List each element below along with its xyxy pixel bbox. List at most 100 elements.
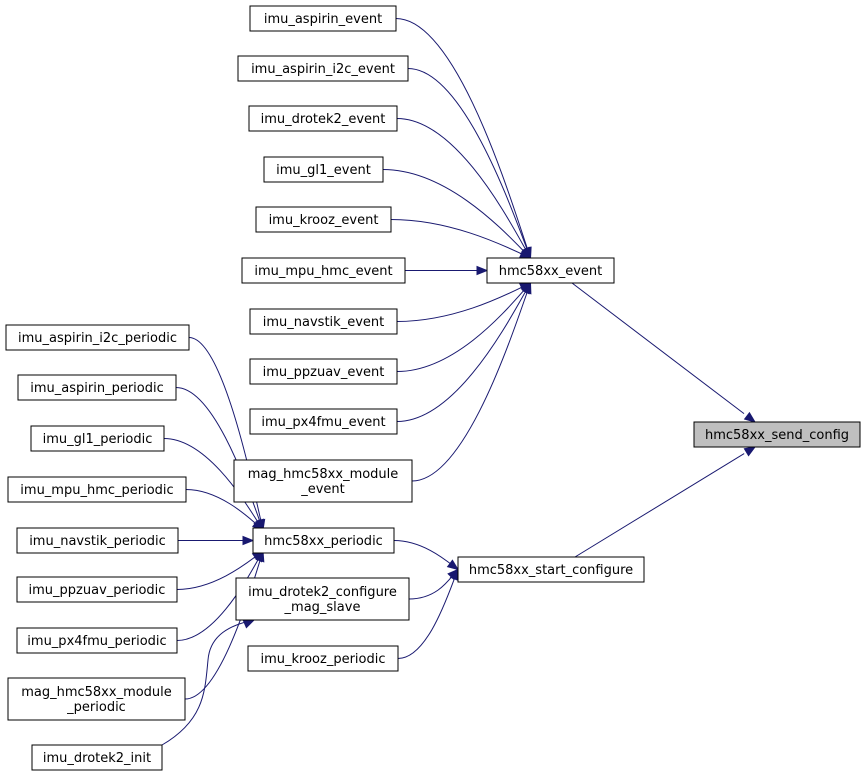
node-hmc58xx_periodic[interactable]: hmc58xx_periodic	[252, 527, 395, 554]
node-box-imu_aspirin_i2c_event[interactable]	[237, 55, 409, 82]
node-box-imu_drotek2_init[interactable]	[31, 744, 163, 771]
node-imu_aspirin_i2c_event[interactable]: imu_aspirin_i2c_event	[237, 55, 409, 82]
node-box-imu_gl1_event[interactable]	[263, 156, 384, 183]
edge-mag_hmc58xx_module_event-to-hmc58xx_event-arrowhead	[522, 281, 532, 295]
node-box-imu_px4fmu_event[interactable]	[249, 408, 398, 435]
edge-imu_px4fmu_periodic-to-hmc58xx_periodic	[176, 553, 262, 641]
node-box-hmc58xx_send_config[interactable]	[693, 421, 861, 448]
node-label-imu_krooz_event: imu_krooz_event	[269, 213, 379, 228]
nodes-layer: imu_aspirin_event imu_aspirin_i2c_eventim…	[5, 5, 861, 771]
node-label-imu_aspirin_i2c_event: imu_aspirin_i2c_event	[251, 62, 395, 77]
node-label-imu_drotek2_configure_mag_slave-line2: _mag_slave	[284, 600, 361, 615]
node-label-mag_hmc58xx_module_event-line1: mag_hmc58xx_module	[248, 467, 399, 482]
node-label-imu_drotek2_configure_mag_slave-line1: imu_drotek2_configure	[248, 585, 397, 600]
node-label-mag_hmc58xx_module_periodic-line2: _periodic	[66, 700, 126, 715]
node-box-imu_aspirin_periodic[interactable]	[17, 374, 177, 401]
node-label-imu_drotek2_event: imu_drotek2_event	[261, 112, 386, 127]
node-mag_hmc58xx_module_event[interactable]: mag_hmc58xx_module_event	[233, 459, 413, 503]
node-box-imu_aspirin_i2c_periodic[interactable]	[5, 324, 190, 351]
node-box-imu_navstik_periodic[interactable]	[16, 527, 179, 554]
edge-imu_gl1_event-to-hmc58xx_event	[382, 169, 529, 256]
node-box-imu_gl1_periodic[interactable]	[30, 425, 165, 452]
node-label-imu_aspirin_i2c_periodic: imu_aspirin_i2c_periodic	[18, 331, 177, 346]
node-label-imu_gl1_periodic: imu_gl1_periodic	[43, 432, 153, 447]
node-imu_navstik_event[interactable]: imu_navstik_event	[249, 308, 398, 335]
node-imu_gl1_periodic[interactable]: imu_gl1_periodic	[30, 425, 165, 452]
node-imu_ppzuav_periodic[interactable]: imu_ppzuav_periodic	[16, 576, 178, 603]
node-mag_hmc58xx_module_periodic[interactable]: mag_hmc58xx_module_periodic	[7, 677, 186, 721]
edge-hmc58xx_periodic-to-hmc58xx_start_configure	[393, 540, 458, 570]
node-box-hmc58xx_event[interactable]	[486, 257, 615, 284]
node-imu_drotek2_event[interactable]: imu_drotek2_event	[248, 105, 398, 132]
node-label-imu_drotek2_init: imu_drotek2_init	[43, 751, 151, 766]
node-hmc58xx_send_config[interactable]: hmc58xx_send_config	[693, 421, 861, 448]
edge-imu_px4fmu_event-to-hmc58xx_event	[396, 286, 529, 422]
node-box-imu_px4fmu_periodic[interactable]	[16, 627, 178, 654]
node-label-imu_mpu_hmc_periodic: imu_mpu_hmc_periodic	[20, 483, 173, 498]
node-imu_px4fmu_event[interactable]: imu_px4fmu_event	[249, 408, 398, 435]
node-box-imu_mpu_hmc_periodic[interactable]	[7, 476, 187, 503]
node-box-imu_drotek2_configure_mag_slave[interactable]	[235, 577, 410, 621]
node-label-imu_px4fmu_periodic: imu_px4fmu_periodic	[27, 634, 166, 649]
edge-imu_aspirin_event-to-hmc58xx_event	[395, 18, 529, 251]
node-label-mag_hmc58xx_module_event-line2: _event	[300, 482, 345, 497]
node-label-imu_navstik_periodic: imu_navstik_periodic	[29, 534, 166, 549]
node-box-mag_hmc58xx_module_periodic[interactable]	[7, 677, 186, 721]
node-imu_ppzuav_event[interactable]: imu_ppzuav_event	[249, 358, 398, 385]
edge-imu_aspirin_i2c_periodic-to-hmc58xx_periodic	[188, 337, 263, 525]
node-box-imu_drotek2_event[interactable]	[248, 105, 398, 132]
edge-hmc58xx_periodic-to-hmc58xx_start_configure-arrowhead	[446, 559, 460, 571]
node-box-imu_ppzuav_event[interactable]	[249, 358, 398, 385]
node-imu_px4fmu_periodic[interactable]: imu_px4fmu_periodic	[16, 627, 178, 654]
edge-imu_gl1_periodic-to-hmc58xx_periodic	[163, 438, 262, 528]
node-imu_navstik_periodic[interactable]: imu_navstik_periodic	[16, 527, 179, 554]
node-box-imu_krooz_event[interactable]	[255, 206, 392, 233]
node-hmc58xx_start_configure[interactable]: hmc58xx_start_configure	[457, 556, 645, 583]
node-label-imu_aspirin_event: imu_aspirin_event	[264, 12, 382, 27]
node-imu_aspirin_i2c_periodic[interactable]: imu_aspirin_i2c_periodic	[5, 324, 190, 351]
node-imu_drotek2_init[interactable]: imu_drotek2_init	[31, 744, 163, 771]
node-box-mag_hmc58xx_module_event[interactable]	[233, 459, 413, 503]
node-box-imu_mpu_hmc_event[interactable]	[241, 257, 406, 284]
node-label-imu_navstik_event: imu_navstik_event	[263, 315, 384, 330]
edge-imu_krooz_periodic-to-hmc58xx_start_configure	[397, 571, 458, 659]
node-label-imu_ppzuav_event: imu_ppzuav_event	[263, 365, 385, 380]
node-box-hmc58xx_periodic[interactable]	[252, 527, 395, 554]
edge-imu_mpu_hmc_event-to-hmc58xx_event-arrowhead	[476, 265, 489, 276]
node-label-imu_gl1_event: imu_gl1_event	[276, 163, 371, 178]
node-imu_krooz_periodic[interactable]: imu_krooz_periodic	[247, 645, 399, 672]
edge-imu_aspirin_i2c_event-to-hmc58xx_event	[407, 68, 529, 253]
node-box-imu_ppzuav_periodic[interactable]	[16, 576, 178, 603]
edge-mag_hmc58xx_module_event-to-hmc58xx_event	[411, 288, 529, 482]
node-imu_gl1_event[interactable]: imu_gl1_event	[263, 156, 384, 183]
edge-hmc58xx_start_configure-to-hmc58xx_send_config	[574, 453, 745, 558]
node-box-imu_aspirin_event[interactable]	[249, 5, 397, 32]
node-label-imu_ppzuav_periodic: imu_ppzuav_periodic	[29, 583, 166, 598]
node-label-imu_krooz_periodic: imu_krooz_periodic	[260, 652, 385, 667]
node-box-imu_navstik_event[interactable]	[249, 308, 398, 335]
edge-mag_hmc58xx_module_periodic-to-hmc58xx_periodic-arrowhead	[255, 549, 265, 563]
node-label-hmc58xx_start_configure: hmc58xx_start_configure	[469, 563, 633, 578]
edge-imu_krooz_event-to-hmc58xx_event	[390, 219, 529, 258]
node-imu_aspirin_periodic[interactable]: imu_aspirin_periodic	[17, 374, 177, 401]
node-imu_mpu_hmc_periodic[interactable]: imu_mpu_hmc_periodic	[7, 476, 187, 503]
node-imu_krooz_event[interactable]: imu_krooz_event	[255, 206, 392, 233]
node-label-hmc58xx_periodic: hmc58xx_periodic	[264, 534, 383, 549]
node-label-hmc58xx_event: hmc58xx_event	[499, 264, 603, 279]
node-imu_mpu_hmc_event[interactable]: imu_mpu_hmc_event	[241, 257, 406, 284]
edge-imu_drotek2_init-to-imu_drotek2_configure_mag_slave	[161, 619, 255, 746]
edge-mag_hmc58xx_module_periodic-to-hmc58xx_periodic	[184, 555, 263, 700]
node-imu_aspirin_event[interactable]: imu_aspirin_event	[249, 5, 397, 32]
node-box-imu_krooz_periodic[interactable]	[247, 645, 399, 672]
node-imu_drotek2_configure_mag_slave[interactable]: imu_drotek2_configure_mag_slave	[235, 577, 410, 621]
edge-hmc58xx_event-to-hmc58xx_send_config-arrowhead	[743, 411, 757, 423]
edge-hmc58xx_event-to-hmc58xx_send_config	[571, 282, 745, 415]
node-label-imu_mpu_hmc_event: imu_mpu_hmc_event	[254, 264, 392, 279]
node-hmc58xx_event[interactable]: hmc58xx_event	[486, 257, 615, 284]
node-box-hmc58xx_start_configure[interactable]	[457, 556, 645, 583]
edge-imu_aspirin_periodic-to-hmc58xx_periodic	[175, 387, 262, 526]
edge-imu_ppzuav_event-to-hmc58xx_event	[396, 285, 529, 372]
edge-hmc58xx_start_configure-to-hmc58xx_send_config-arrowhead	[743, 446, 757, 457]
node-label-hmc58xx_send_config: hmc58xx_send_config	[705, 428, 849, 443]
